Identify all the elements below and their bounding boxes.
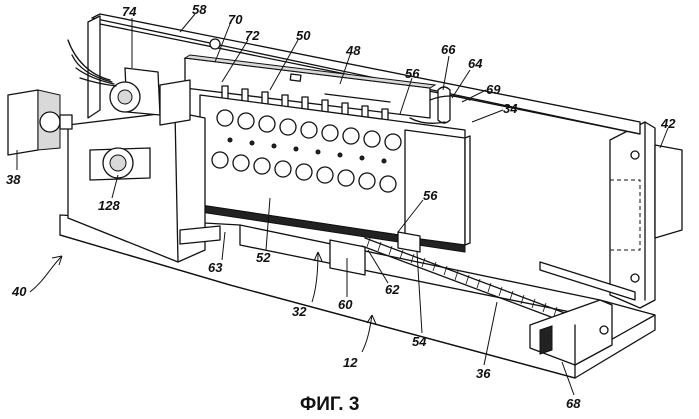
label-60: 60 (338, 297, 353, 312)
label-62: 62 (385, 282, 400, 297)
label-70: 70 (228, 12, 243, 27)
right-end-plate (610, 122, 682, 308)
label-56-bottom: 56 (423, 188, 438, 203)
actuator (68, 40, 190, 125)
label-128: 128 (98, 198, 120, 213)
label-42: 42 (660, 116, 676, 131)
label-52: 52 (256, 250, 271, 265)
label-38: 38 (6, 172, 21, 187)
label-74: 74 (122, 4, 137, 19)
label-32: 32 (292, 304, 307, 319)
label-54: 54 (412, 334, 427, 349)
label-63: 63 (208, 260, 223, 275)
left-housing (68, 16, 220, 262)
label-69: 69 (486, 82, 501, 97)
label-34: 34 (503, 101, 518, 116)
label-12: 12 (343, 355, 358, 370)
label-48: 48 (345, 43, 361, 58)
label-50: 50 (296, 28, 311, 43)
label-72: 72 (245, 28, 260, 43)
housing-boss (90, 148, 150, 180)
label-56-top: 56 (405, 66, 420, 81)
label-68: 68 (566, 396, 581, 411)
label-40: 40 (11, 284, 27, 299)
label-66: 66 (441, 42, 456, 57)
motor (8, 90, 72, 155)
side-panel (405, 130, 470, 245)
label-64: 64 (468, 56, 483, 71)
figure-caption: ФИГ. 3 (300, 394, 359, 415)
label-58: 58 (192, 2, 207, 17)
label-36: 36 (476, 366, 491, 381)
